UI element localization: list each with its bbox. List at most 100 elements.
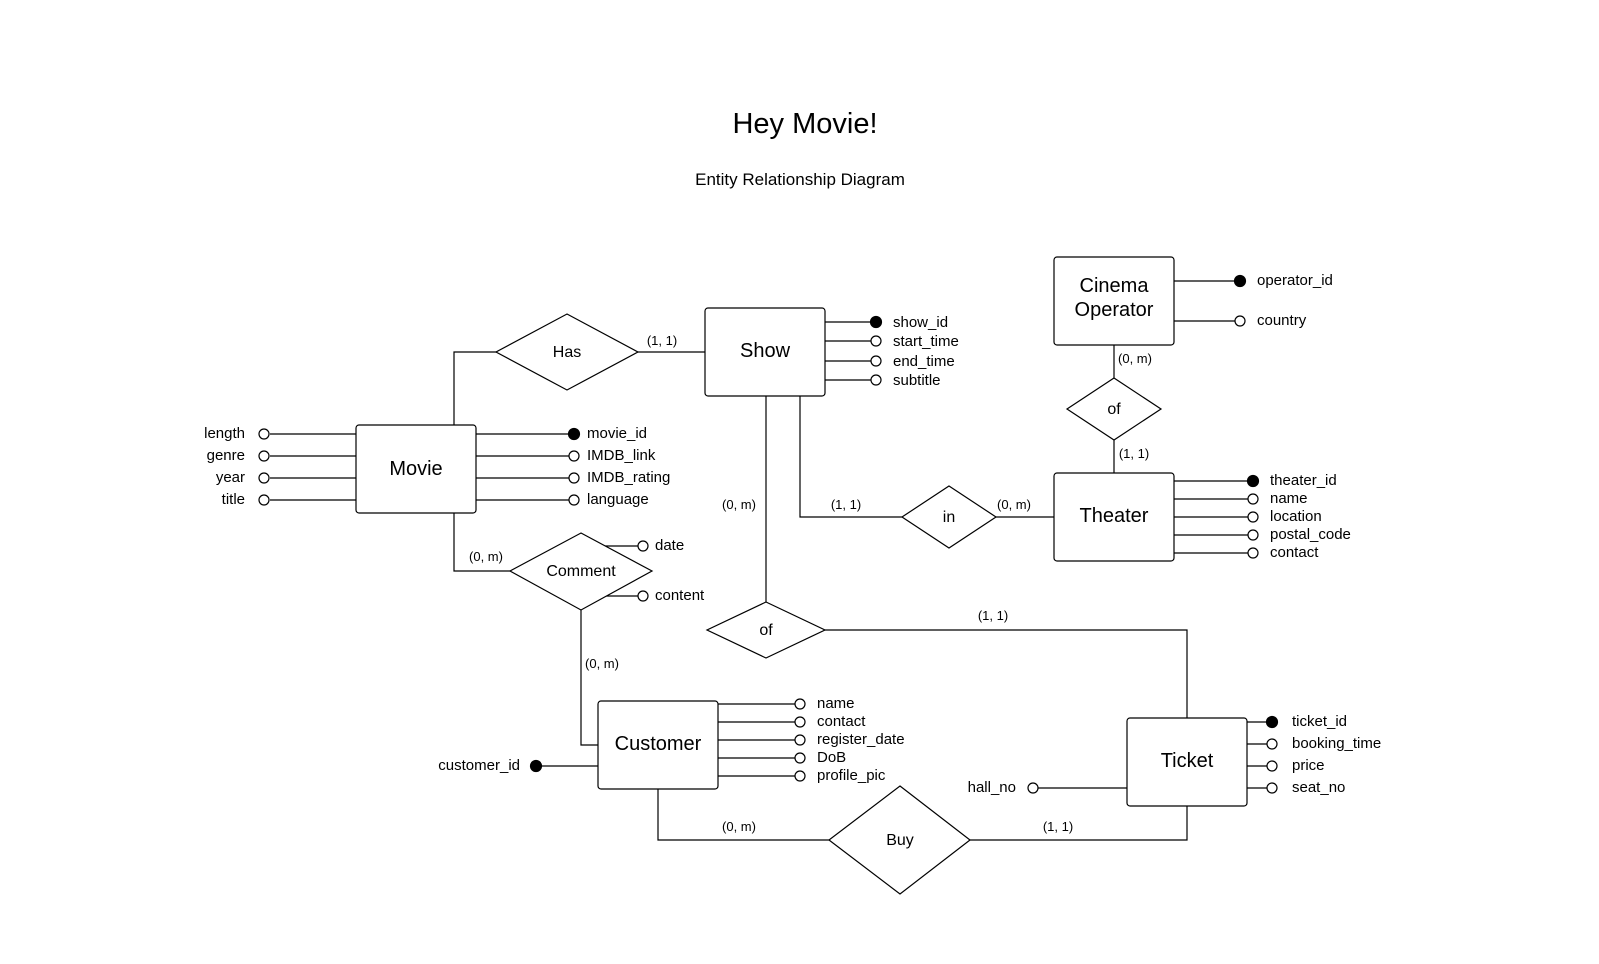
relationship-comment[interactable]: Comment bbox=[508, 532, 654, 611]
relationship-of-operator[interactable]: of bbox=[1065, 377, 1163, 441]
attribute-marker bbox=[1266, 782, 1278, 794]
attribute-label: location bbox=[1270, 508, 1322, 525]
entity-cinema-operator-label-2: Operator bbox=[1075, 299, 1154, 321]
attribute-marker bbox=[258, 472, 270, 484]
relationship-has[interactable]: Has bbox=[494, 313, 640, 391]
cardinality-show-in: (1, 1) bbox=[831, 497, 861, 512]
attribute-label: contact bbox=[1270, 544, 1319, 561]
attribute-label: start_time bbox=[893, 333, 959, 350]
of-ticket-line bbox=[825, 629, 1188, 718]
entity-ticket[interactable]: Ticket bbox=[1126, 717, 1248, 807]
attribute-label: title bbox=[222, 491, 245, 508]
attribute-label: price bbox=[1292, 757, 1325, 774]
operator-attributes: operator_id country bbox=[1233, 272, 1333, 329]
attribute-label: register_date bbox=[817, 731, 905, 748]
entity-movie-label: Movie bbox=[389, 458, 442, 480]
attribute-label: movie_id bbox=[587, 425, 647, 442]
entity-customer-label: Customer bbox=[615, 733, 702, 755]
relationship-in-label: in bbox=[943, 509, 955, 526]
attribute-marker bbox=[568, 494, 580, 506]
attribute-marker bbox=[1247, 547, 1259, 559]
attribute-marker bbox=[637, 590, 649, 602]
connectors bbox=[453, 345, 1188, 841]
attribute-marker bbox=[870, 335, 882, 347]
movie-has-line bbox=[453, 351, 496, 425]
attribute-marker bbox=[794, 734, 806, 746]
key-attribute-marker bbox=[1233, 274, 1247, 288]
attribute-label: name bbox=[1270, 490, 1308, 507]
key-attribute-marker bbox=[1265, 715, 1279, 729]
cardinality-show-of: (0, m) bbox=[722, 497, 756, 512]
customer-attributes: name contact register_date DoB profile_p… bbox=[438, 695, 904, 784]
key-attribute-marker bbox=[567, 427, 581, 441]
entity-cinema-operator[interactable]: Cinema Operator bbox=[1053, 256, 1175, 346]
attribute-marker bbox=[637, 540, 649, 552]
comment-attributes: date content bbox=[637, 537, 705, 604]
show-attributes: show_id start_time end_time subtitle bbox=[869, 314, 959, 389]
attribute-marker bbox=[1266, 738, 1278, 750]
relationship-of-show[interactable]: of bbox=[705, 601, 827, 659]
attribute-marker bbox=[258, 494, 270, 506]
movie-left-attributes: length genre year title bbox=[204, 425, 270, 508]
attribute-label: country bbox=[1257, 312, 1307, 329]
attribute-marker bbox=[568, 450, 580, 462]
attribute-label: year bbox=[216, 469, 245, 486]
attribute-label: length bbox=[204, 425, 245, 442]
attribute-marker bbox=[1247, 529, 1259, 541]
attribute-label: show_id bbox=[893, 314, 948, 331]
diagram-subtitle: Entity Relationship Diagram bbox=[695, 170, 905, 189]
cardinality-operator-of: (0, m) bbox=[1118, 351, 1152, 366]
relationship-in[interactable]: in bbox=[900, 485, 998, 549]
attribute-label: IMDB_rating bbox=[587, 469, 670, 486]
cardinality-comment-customer: (0, m) bbox=[585, 656, 619, 671]
attribute-label: genre bbox=[207, 447, 245, 464]
entity-show-label: Show bbox=[740, 340, 791, 362]
attribute-label: hall_no bbox=[968, 779, 1016, 796]
attribute-label: contact bbox=[817, 713, 866, 730]
relationship-of-show-label: of bbox=[759, 622, 773, 639]
key-attribute-marker bbox=[869, 315, 883, 329]
attribute-label: name bbox=[817, 695, 855, 712]
entity-customer[interactable]: Customer bbox=[597, 700, 719, 790]
movie-comment-line bbox=[453, 513, 510, 572]
diagram-title: Hey Movie! bbox=[732, 108, 877, 140]
attribute-marker bbox=[794, 716, 806, 728]
attribute-marker bbox=[1234, 315, 1246, 327]
entity-movie[interactable]: Movie bbox=[355, 424, 477, 514]
attribute-label: subtitle bbox=[893, 372, 941, 389]
entity-theater[interactable]: Theater bbox=[1053, 472, 1175, 562]
relationship-has-label: Has bbox=[553, 344, 581, 361]
key-attribute-marker bbox=[529, 759, 543, 773]
entity-cinema-operator-label-1: Cinema bbox=[1080, 275, 1150, 297]
attribute-label: seat_no bbox=[1292, 779, 1345, 796]
cardinality-customer-buy: (0, m) bbox=[722, 819, 756, 834]
cardinality-labels: (1, 1) (0, m) (0, m) (0, m) (1, 1) (0, m… bbox=[469, 333, 1152, 834]
cardinality-has-show: (1, 1) bbox=[647, 333, 677, 348]
buy-ticket-line bbox=[970, 806, 1188, 841]
attribute-marker bbox=[258, 428, 270, 440]
attribute-marker bbox=[1266, 760, 1278, 772]
comment-customer-line bbox=[580, 610, 598, 746]
attribute-label: operator_id bbox=[1257, 272, 1333, 289]
attribute-label: end_time bbox=[893, 353, 955, 370]
attribute-label: language bbox=[587, 491, 649, 508]
attribute-label: booking_time bbox=[1292, 735, 1381, 752]
attribute-label: profile_pic bbox=[817, 767, 886, 784]
attribute-label: content bbox=[655, 587, 705, 604]
customer-buy-line bbox=[657, 789, 829, 841]
attribute-label: date bbox=[655, 537, 684, 554]
entity-show[interactable]: Show bbox=[704, 307, 826, 397]
attribute-label: customer_id bbox=[438, 757, 520, 774]
entity-theater-label: Theater bbox=[1080, 505, 1149, 527]
attribute-label: postal_code bbox=[1270, 526, 1351, 543]
cardinality-buy-ticket: (1, 1) bbox=[1043, 819, 1073, 834]
attribute-marker bbox=[258, 450, 270, 462]
cardinality-movie-comment: (0, m) bbox=[469, 549, 503, 564]
relationship-buy[interactable]: Buy bbox=[828, 785, 971, 895]
attribute-marker bbox=[794, 698, 806, 710]
attribute-label: theater_id bbox=[1270, 472, 1337, 489]
attribute-marker bbox=[568, 472, 580, 484]
relationship-buy-label: Buy bbox=[886, 832, 914, 849]
attribute-label: DoB bbox=[817, 749, 846, 766]
